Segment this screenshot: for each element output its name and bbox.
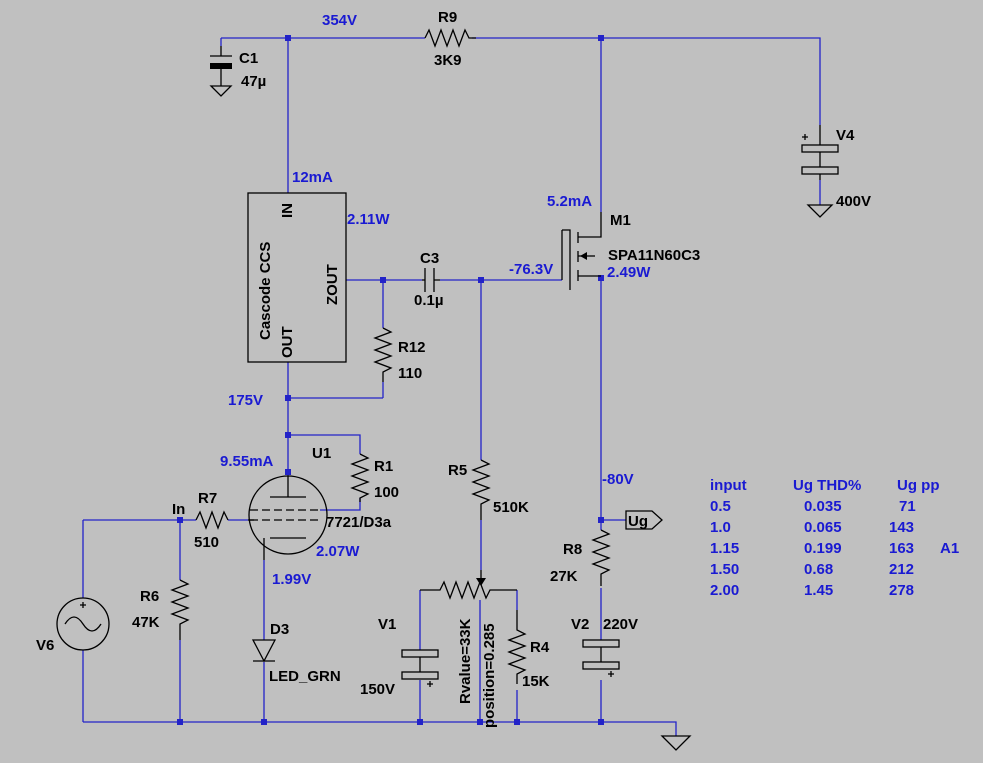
c1-name: C1 (239, 50, 258, 67)
current-52ma: 5.2mA (547, 193, 592, 210)
r9-resistor[interactable] (424, 28, 476, 48)
table-cell-thd: 0.199 (804, 540, 842, 557)
ground-symbol-main (660, 735, 692, 751)
r7-name: R7 (198, 490, 217, 507)
v6-name: V6 (36, 637, 54, 654)
r1-name: R1 (374, 458, 393, 475)
v4-value: 400V (836, 193, 871, 210)
ground-symbol-c1 (209, 85, 233, 97)
ccs-pin-zout: ZOUT (324, 264, 341, 305)
m1-value: SPA11N60C3 (608, 247, 700, 264)
u1-tube[interactable] (248, 475, 328, 560)
d3-name: D3 (270, 621, 289, 638)
r5-value: 510K (493, 499, 529, 516)
ccs-name: Cascode CCS (257, 242, 274, 340)
in-net-label: In (172, 501, 185, 518)
r8-name: R8 (563, 541, 582, 558)
c3-capacitor[interactable] (422, 268, 440, 292)
power-207w: 2.07W (316, 543, 360, 560)
ug-net-label: Ug (628, 513, 648, 530)
ccs-pin-out: OUT (279, 326, 296, 358)
junction-dots (177, 35, 604, 725)
v2-battery[interactable] (582, 639, 620, 677)
m1-name: M1 (610, 212, 631, 229)
table-cell-pp: 71 (899, 498, 916, 515)
voltage-minus-80v: -80V (602, 471, 634, 488)
pot-position: position=0.285 (481, 623, 498, 728)
table-cell-input: 1.50 (710, 561, 739, 578)
table-cell-input: 1.0 (710, 519, 731, 536)
r4-value: 15K (522, 673, 550, 690)
table-cell-pp: 143 (889, 519, 914, 536)
table-cell-thd: 1.45 (804, 582, 833, 599)
table-cell-pp: 163 (889, 540, 914, 557)
r4-resistor[interactable] (507, 610, 527, 684)
voltage-175v: 175V (228, 392, 263, 409)
v2-name: V2 (571, 616, 589, 633)
table-cell-input: 0.5 (710, 498, 731, 515)
voltage-354v: 354V (322, 12, 357, 29)
u1-name: U1 (312, 445, 331, 462)
distortion-table: input Ug THD% Ug pp 0.5 0.035 71 1.0 0.0… (710, 477, 959, 599)
m1-mosfet[interactable] (561, 212, 602, 290)
table-header-thd: Ug THD% (793, 477, 861, 494)
table-cell-thd: 0.065 (804, 519, 842, 536)
v1-value: 150V (360, 681, 395, 698)
c3-name: C3 (420, 250, 439, 267)
r9-value: 3K9 (434, 52, 462, 69)
table-cell-pp: 212 (889, 561, 914, 578)
c1-capacitor[interactable] (210, 46, 232, 86)
power-211w: 2.11W (347, 211, 390, 228)
v1-battery[interactable] (401, 649, 439, 687)
r6-name: R6 (140, 588, 159, 605)
c3-value: 0.1µ (414, 292, 444, 309)
table-header-pp: Ug pp (897, 477, 940, 494)
table-cell-thd: 0.035 (804, 498, 842, 515)
r6-value: 47K (132, 614, 160, 631)
r5-resistor[interactable] (471, 459, 491, 520)
ground-symbol-v4 (806, 204, 834, 218)
v1-name: V1 (378, 616, 396, 633)
r1-resistor[interactable] (350, 453, 370, 502)
r5-name: R5 (448, 462, 467, 479)
u1-value: 7721/D3a (326, 514, 392, 531)
table-cell-note: A1 (940, 540, 959, 557)
r12-resistor[interactable] (373, 327, 393, 382)
r4-name: R4 (530, 639, 550, 656)
table-cell-thd: 0.68 (804, 561, 833, 578)
v2-value: 220V (603, 616, 638, 633)
r12-value: 110 (398, 365, 422, 382)
r7-resistor[interactable] (195, 510, 229, 530)
cascode-ccs-block[interactable] (247, 192, 347, 363)
r7-value: 510 (194, 534, 219, 551)
r6-resistor[interactable] (170, 579, 190, 640)
power-249w: 2.49W (607, 264, 651, 281)
voltage-minus-763v: -76.3V (509, 261, 553, 278)
r12-name: R12 (398, 339, 426, 356)
table-cell-input: 1.15 (710, 540, 739, 557)
v4-name: V4 (836, 127, 855, 144)
wires (82, 37, 821, 736)
ccs-pin-in: IN (279, 203, 296, 218)
current-12ma: 12mA (292, 169, 333, 186)
r8-resistor[interactable] (591, 529, 611, 586)
v6-ac-source[interactable] (56, 597, 110, 651)
c1-value: 47µ (241, 73, 266, 90)
table-cell-pp: 278 (889, 582, 914, 599)
r1-value: 100 (374, 484, 399, 501)
r9-name: R9 (438, 9, 457, 26)
potentiometer[interactable] (420, 570, 517, 600)
d3-value: LED_GRN (269, 668, 341, 685)
table-header-input: input (710, 477, 747, 494)
d3-led[interactable] (251, 639, 277, 663)
current-955ma: 9.55mA (220, 453, 274, 470)
v4-battery[interactable] (801, 125, 839, 180)
pot-rvalue: Rvalue=33K (457, 618, 474, 704)
table-cell-input: 2.00 (710, 582, 739, 599)
r8-value: 27K (550, 568, 578, 585)
ug-output-port[interactable] (625, 510, 663, 530)
voltage-199v: 1.99V (272, 571, 311, 588)
